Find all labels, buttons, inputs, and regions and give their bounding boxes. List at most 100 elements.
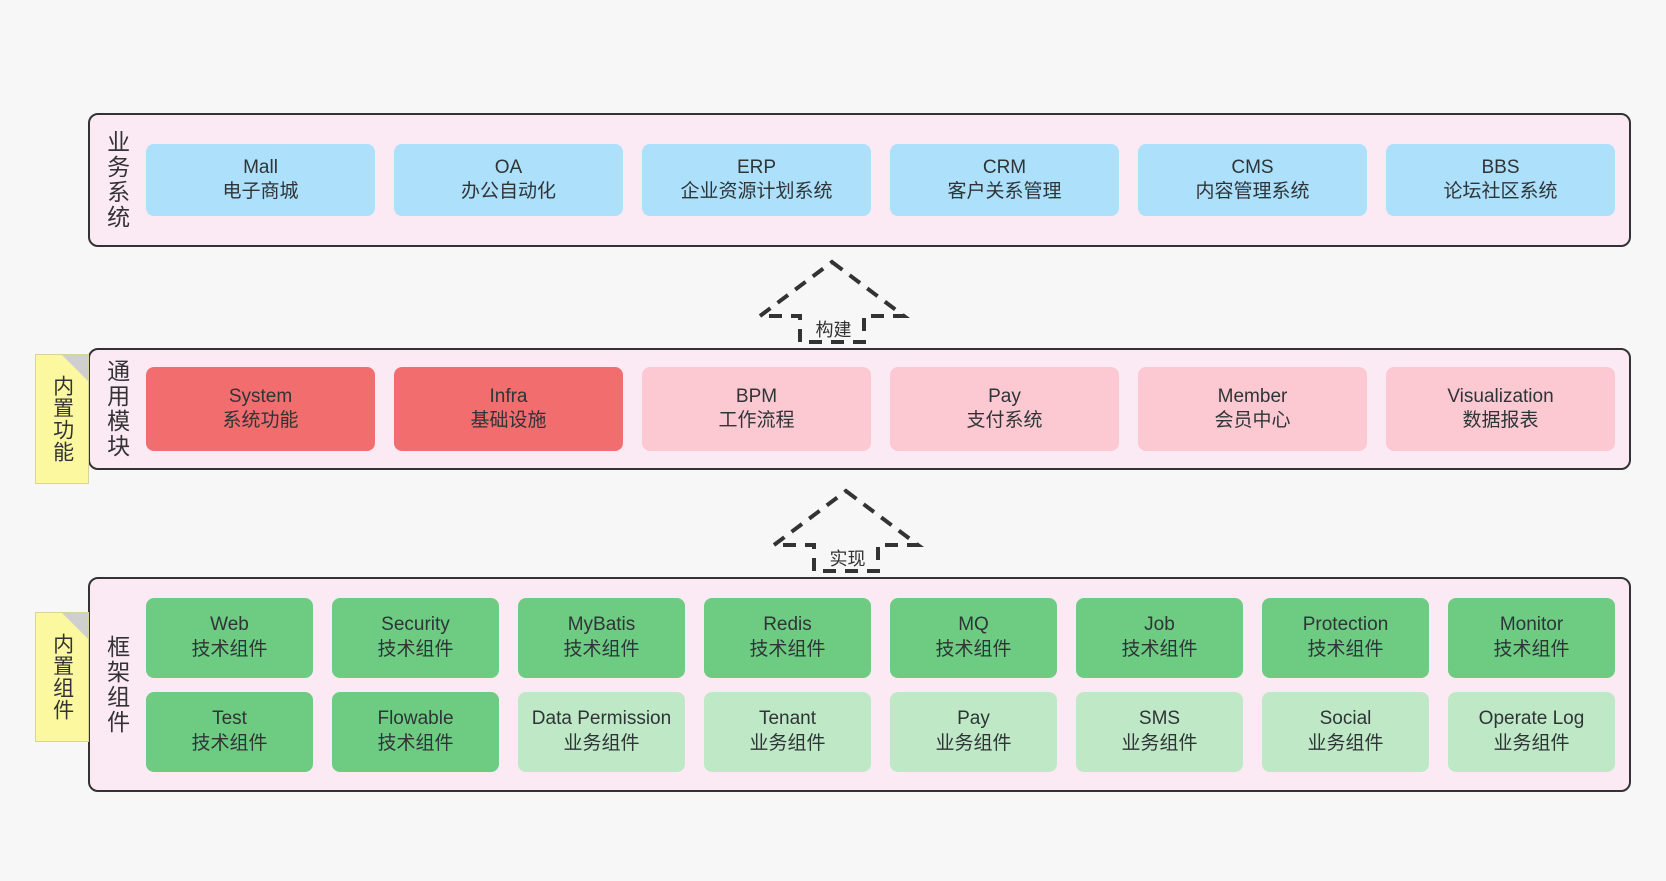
node-web[interactable]: Web 技术组件 xyxy=(146,597,313,678)
node-subtitle: 系统功能 xyxy=(222,410,299,431)
node-title: Web xyxy=(210,614,249,636)
layer-common-module: 通用模块 System 系统功能 Infra 基础设施 BPM 工作流程 Pay… xyxy=(88,348,1631,470)
node-subtitle: 技术组件 xyxy=(191,732,268,754)
node-subtitle: 业务组件 xyxy=(563,732,640,754)
layer-title-common-module: 通用模块 xyxy=(103,359,130,459)
node-subtitle: 工作流程 xyxy=(718,410,795,431)
node-social[interactable]: Social 业务组件 xyxy=(1262,691,1429,772)
node-subtitle: 论坛社区系统 xyxy=(1443,181,1558,202)
node-subtitle: 内容管理系统 xyxy=(1195,181,1310,202)
node-title: OA xyxy=(494,156,523,178)
node-visualization[interactable]: Visualization 数据报表 xyxy=(1386,367,1615,451)
node-cms[interactable]: CMS 内容管理系统 xyxy=(1138,144,1367,216)
node-flowable[interactable]: Flowable 技术组件 xyxy=(332,691,499,772)
node-security[interactable]: Security 技术组件 xyxy=(332,597,499,678)
node-operate-log[interactable]: Operate Log 业务组件 xyxy=(1448,691,1615,772)
node-subtitle: 客户关系管理 xyxy=(947,181,1062,202)
node-row: Test 技术组件 Flowable 技术组件 Data Permission … xyxy=(146,691,1615,772)
node-title: Redis xyxy=(763,614,812,636)
node-bpm[interactable]: BPM 工作流程 xyxy=(642,367,871,451)
node-crm[interactable]: CRM 客户关系管理 xyxy=(890,144,1119,216)
layer-body-common-module: System 系统功能 Infra 基础设施 BPM 工作流程 Pay 支付系统… xyxy=(142,350,1629,468)
node-bbs[interactable]: BBS 论坛社区系统 xyxy=(1386,144,1615,216)
tag-builtin-feature[interactable]: 内置功能 xyxy=(35,354,89,484)
arrow-implement: 实现 xyxy=(768,487,924,573)
node-mall[interactable]: Mall 电子商城 xyxy=(146,144,375,216)
layer-business-system: 业务系统 Mall 电子商城 OA 办公自动化 ERP 企业资源计划系统 CRM… xyxy=(88,113,1631,247)
node-job[interactable]: Job 技术组件 xyxy=(1076,597,1243,678)
node-subtitle: 技术组件 xyxy=(1493,638,1570,660)
node-subtitle: 支付系统 xyxy=(966,410,1043,431)
node-test[interactable]: Test 技术组件 xyxy=(146,691,313,772)
node-title: Social xyxy=(1319,708,1372,730)
node-title: Pay xyxy=(957,708,990,730)
node-title: BPM xyxy=(735,385,778,407)
node-title: Member xyxy=(1217,385,1288,407)
node-tenant[interactable]: Tenant 业务组件 xyxy=(704,691,871,772)
node-protection[interactable]: Protection 技术组件 xyxy=(1262,597,1429,678)
tag-label: 内置功能 xyxy=(50,375,74,463)
node-title: System xyxy=(228,385,293,407)
node-pay[interactable]: Pay 支付系统 xyxy=(890,367,1119,451)
node-subtitle: 业务组件 xyxy=(749,732,826,754)
layer-body-business-system: Mall 电子商城 OA 办公自动化 ERP 企业资源计划系统 CRM 客户关系… xyxy=(142,115,1629,245)
node-oa[interactable]: OA 办公自动化 xyxy=(394,144,623,216)
node-subtitle: 技术组件 xyxy=(563,638,640,660)
node-title: ERP xyxy=(736,156,777,178)
arrow-outline xyxy=(754,259,910,344)
node-title: BBS xyxy=(1481,156,1520,178)
node-infra[interactable]: Infra 基础设施 xyxy=(394,367,623,451)
arrow-label: 实现 xyxy=(829,549,866,569)
node-title: SMS xyxy=(1138,708,1181,730)
folded-corner-icon xyxy=(62,613,88,639)
node-subtitle: 业务组件 xyxy=(1121,732,1198,754)
tag-label: 内置组件 xyxy=(50,633,74,721)
node-row: System 系统功能 Infra 基础设施 BPM 工作流程 Pay 支付系统… xyxy=(146,367,1615,451)
node-system[interactable]: System 系统功能 xyxy=(146,367,375,451)
node-title: Operate Log xyxy=(1478,708,1585,730)
node-title: Monitor xyxy=(1499,614,1564,636)
node-title: Security xyxy=(381,614,450,636)
node-title: Mall xyxy=(243,156,278,178)
node-title: Flowable xyxy=(377,708,454,730)
node-title: Visualization xyxy=(1447,385,1554,407)
node-title: Test xyxy=(212,708,247,730)
node-subtitle: 办公自动化 xyxy=(460,181,556,202)
node-subtitle: 技术组件 xyxy=(377,732,454,754)
layer-body-framework-component: Web 技术组件 Security 技术组件 MyBatis 技术组件 Redi… xyxy=(142,579,1629,790)
layer-title-business-system: 业务系统 xyxy=(103,130,130,230)
node-title: Pay xyxy=(988,385,1021,407)
node-member[interactable]: Member 会员中心 xyxy=(1138,367,1367,451)
node-title: MQ xyxy=(958,614,989,636)
node-title: Data Permission xyxy=(531,708,672,730)
node-subtitle: 业务组件 xyxy=(1307,732,1384,754)
arrow-label: 构建 xyxy=(815,320,852,340)
node-title: CMS xyxy=(1231,156,1274,178)
node-redis[interactable]: Redis 技术组件 xyxy=(704,597,871,678)
node-erp[interactable]: ERP 企业资源计划系统 xyxy=(642,144,871,216)
folded-corner-icon xyxy=(62,355,88,381)
tag-builtin-component[interactable]: 内置组件 xyxy=(35,612,89,742)
node-mq[interactable]: MQ 技术组件 xyxy=(890,597,1057,678)
node-sms[interactable]: SMS 业务组件 xyxy=(1076,691,1243,772)
node-row: Mall 电子商城 OA 办公自动化 ERP 企业资源计划系统 CRM 客户关系… xyxy=(146,144,1615,216)
node-monitor[interactable]: Monitor 技术组件 xyxy=(1448,597,1615,678)
node-title: MyBatis xyxy=(567,614,636,636)
node-subtitle: 技术组件 xyxy=(1307,638,1384,660)
node-subtitle: 技术组件 xyxy=(1121,638,1198,660)
node-subtitle: 技术组件 xyxy=(377,638,454,660)
node-row: Web 技术组件 Security 技术组件 MyBatis 技术组件 Redi… xyxy=(146,597,1615,678)
node-subtitle: 企业资源计划系统 xyxy=(680,181,833,202)
node-subtitle: 技术组件 xyxy=(749,638,826,660)
node-subtitle: 基础设施 xyxy=(470,410,547,431)
node-data-permission[interactable]: Data Permission 业务组件 xyxy=(518,691,685,772)
node-subtitle: 业务组件 xyxy=(1493,732,1570,754)
node-subtitle: 技术组件 xyxy=(935,638,1012,660)
node-mybatis[interactable]: MyBatis 技术组件 xyxy=(518,597,685,678)
node-subtitle: 技术组件 xyxy=(191,638,268,660)
node-pay-business[interactable]: Pay 业务组件 xyxy=(890,691,1057,772)
layer-title-framework-component: 框架组件 xyxy=(103,634,130,735)
node-title: Protection xyxy=(1302,614,1389,636)
node-title: Tenant xyxy=(758,708,817,730)
